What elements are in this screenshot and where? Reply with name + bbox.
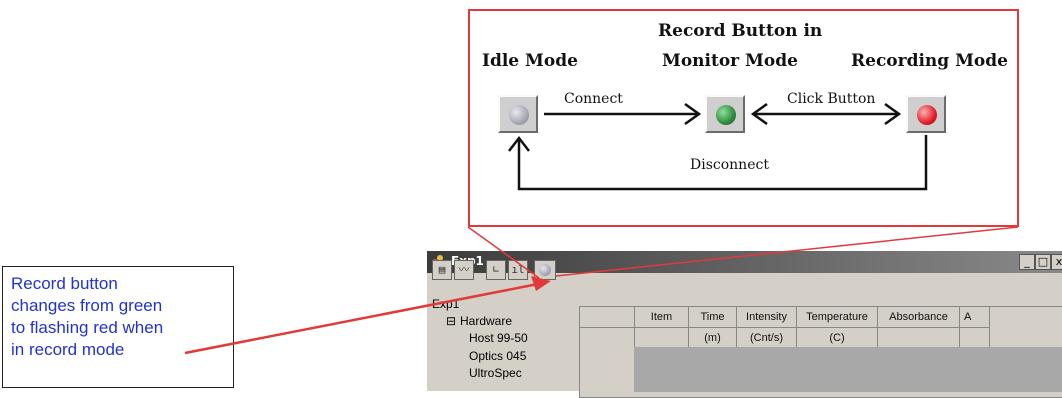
tree-item-host[interactable]: Host 99-50	[469, 331, 528, 345]
table-view-icon[interactable]: ▤	[432, 260, 452, 280]
note-line: Record button	[11, 274, 118, 293]
monitor-title-line1: Record Button in	[658, 21, 823, 41]
unit-corner	[580, 327, 635, 347]
note-line: to flashing red when	[11, 318, 164, 337]
tree-item-exp1[interactable]: Exp1	[432, 297, 460, 311]
column-header[interactable]: A	[960, 307, 990, 327]
disconnect-arrowhead	[508, 135, 530, 152]
column-header[interactable]: Absorbance	[878, 307, 960, 327]
idle-lamp-icon	[509, 105, 529, 125]
minimize-button[interactable]: _	[1019, 254, 1035, 270]
recording-record-button	[906, 95, 946, 133]
monitor-title-line2: Monitor Mode	[662, 51, 798, 71]
unit-cell	[878, 327, 960, 347]
note-line: in record mode	[11, 340, 125, 359]
annotation-note: Record button changes from green to flas…	[2, 266, 234, 388]
connect-label: Connect	[562, 91, 625, 107]
unit-cell	[960, 327, 990, 347]
bar-chart-icon[interactable]: ıl	[508, 260, 528, 280]
idle-mode-title: Idle Mode	[482, 51, 578, 71]
click-arrowhead-right	[884, 102, 902, 126]
tree-item-optics[interactable]: Optics 045	[469, 349, 527, 363]
note-line: changes from green	[11, 296, 163, 315]
grid-corner	[580, 307, 635, 327]
column-header[interactable]: Time	[689, 307, 737, 327]
record-toolbar-button[interactable]	[534, 260, 556, 280]
unit-cell	[635, 327, 689, 347]
unit-cell: (m)	[689, 327, 737, 347]
column-header[interactable]: Temperature	[797, 307, 878, 327]
close-button[interactable]: x	[1051, 254, 1062, 270]
maximize-button[interactable]: □	[1035, 254, 1051, 270]
column-header[interactable]: Intensity	[737, 307, 797, 327]
axis-icon[interactable]: ∟	[486, 260, 506, 280]
column-header[interactable]: Item	[635, 307, 689, 327]
unit-cell: (C)	[797, 327, 878, 347]
tree-item-hardware[interactable]: Hardware	[460, 314, 513, 328]
recording-mode-title: Recording Mode	[851, 51, 1008, 71]
tree-item-ultrospec[interactable]: UltroSpec	[469, 366, 522, 380]
state-arrows	[508, 102, 928, 191]
disconnect-label: Disconnect	[688, 157, 771, 173]
click-button-label: Click Button	[785, 91, 878, 107]
recording-lamp-icon	[917, 105, 937, 125]
idle-record-button	[498, 95, 538, 133]
click-arrowhead-left	[750, 102, 768, 126]
grid-empty-area	[634, 347, 1062, 392]
tree-expander-icon[interactable]: ⊟	[446, 314, 457, 328]
monitor-record-button	[705, 95, 745, 133]
graph-view-icon[interactable]: 〰	[454, 260, 474, 280]
connect-arrowhead	[684, 102, 702, 126]
monitor-lamp-icon	[716, 105, 736, 125]
unit-cell: (Cnt/s)	[737, 327, 797, 347]
disconnect-arrow	[517, 135, 928, 191]
record-button-states-callout: Record Button in Monitor Mode Idle Mode …	[468, 9, 1019, 227]
record-lamp-icon	[539, 264, 551, 276]
